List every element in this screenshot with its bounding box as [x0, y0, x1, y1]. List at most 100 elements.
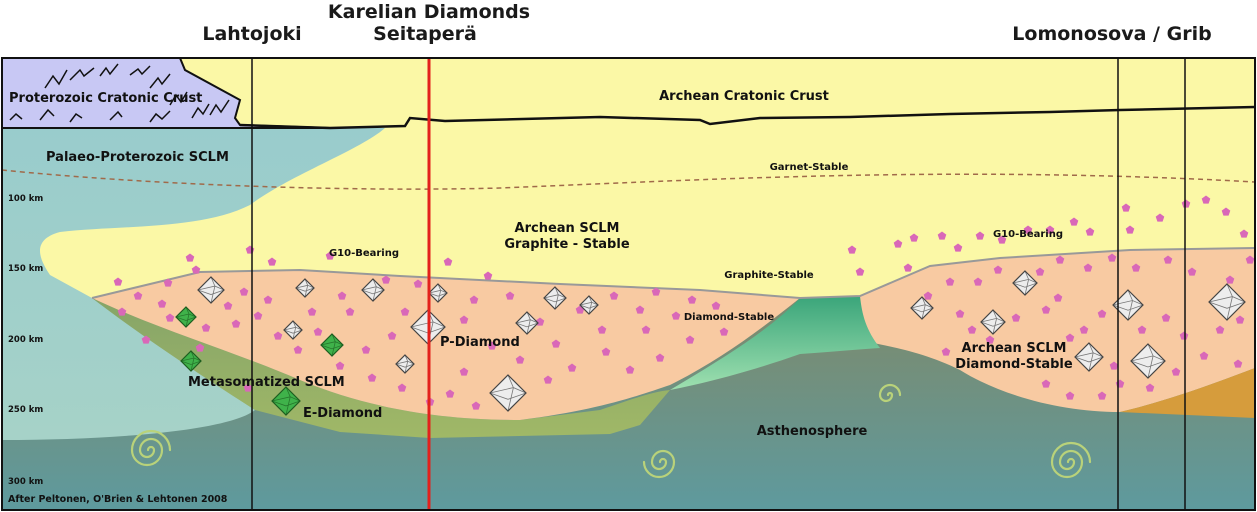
garnet-icon: [515, 355, 525, 364]
diamond-icon: [543, 286, 567, 310]
garnet-icon: [267, 257, 277, 266]
diamond-icon: [1208, 283, 1246, 321]
depth-label-150: 150 km: [8, 264, 43, 274]
garnet-icon: [413, 279, 423, 288]
garnet-icon: [381, 275, 391, 284]
spiral-icon: [1050, 441, 1092, 479]
garnet-icon: [263, 295, 273, 304]
garnet-icon: [1107, 253, 1117, 262]
depth-label-100: 100 km: [8, 194, 43, 204]
garnet-icon: [163, 278, 173, 287]
garnet-icon: [1125, 225, 1135, 234]
label-archean-sclm-diamond-2: Diamond-Stable: [955, 357, 1073, 372]
garnet-group: [113, 195, 1255, 410]
garnet-icon: [253, 311, 263, 320]
garnet-icon: [945, 277, 955, 286]
garnet-icon: [597, 325, 607, 334]
garnet-icon: [1155, 213, 1165, 222]
garnet-icon: [487, 341, 497, 350]
garnet-icon: [1187, 267, 1197, 276]
garnet-icon: [975, 231, 985, 240]
credit-text: After Peltonen, O'Brien & Lehtonen 2008: [8, 494, 228, 505]
garnet-icon: [1035, 267, 1045, 276]
diamond-icon: [197, 276, 225, 304]
depth-label-250: 250 km: [8, 405, 43, 415]
garnet-icon: [469, 295, 479, 304]
garnet-icon: [1121, 203, 1131, 212]
garnet-icon: [459, 367, 469, 376]
label-diamond-stable: Diamond-Stable: [684, 312, 775, 323]
garnet-icon: [1097, 391, 1107, 400]
garnet-icon: [893, 239, 903, 248]
garnet-icon: [719, 327, 729, 336]
garnet-icon: [165, 313, 175, 322]
garnet-icon: [651, 287, 661, 296]
garnet-icon: [1131, 263, 1141, 272]
diamond-icon: [1130, 343, 1166, 379]
garnet-icon: [141, 335, 151, 344]
garnet-icon: [1145, 383, 1155, 392]
crust-hatch-marks: [9, 63, 230, 123]
diamond-icon: [395, 354, 415, 374]
label-p-diamond: P-Diamond: [440, 335, 520, 350]
garnet-icon: [997, 235, 1007, 244]
label-metasomatized-sclm: Metasomatized SCLM: [188, 375, 345, 390]
garnet-icon: [1201, 195, 1211, 204]
garnet-icon: [445, 389, 455, 398]
label-garnet-stable: Garnet-Stable: [770, 162, 849, 173]
garnet-icon: [937, 231, 947, 240]
garnet-icon: [1109, 361, 1119, 370]
garnet-icon: [1225, 275, 1235, 284]
diamond-icon: [428, 283, 448, 303]
diamond-icon: [910, 296, 934, 320]
garnet-icon: [1055, 255, 1065, 264]
deep-orange-wedge: [1120, 368, 1255, 418]
spiral-icon: [878, 383, 902, 403]
garnet-icon: [337, 291, 347, 300]
garnet-icon: [1215, 325, 1225, 334]
garnet-icon: [1011, 313, 1021, 322]
garnet-icon: [985, 335, 995, 344]
label-palaeo-sclm: Palaeo-Proterozoic SCLM: [46, 150, 229, 165]
garnet-icon: [1161, 313, 1171, 322]
garnet-icon: [157, 299, 167, 308]
garnet-icon: [387, 331, 397, 340]
label-proterozoic-crust: Proterozoic Cratonic Crust: [9, 91, 202, 106]
garnet-icon: [1041, 379, 1051, 388]
garnet-icon: [400, 307, 410, 316]
garnet-icon: [1045, 225, 1055, 234]
spiral-icon: [130, 429, 172, 467]
garnet-icon: [1199, 351, 1209, 360]
diagram-frame: [1, 57, 1256, 511]
garnet-stable-boundary: [1, 169, 1256, 190]
garnet-icon: [133, 291, 143, 300]
garnet-icon: [191, 265, 201, 274]
garnet-icon: [1041, 305, 1051, 314]
garnet-icon: [313, 327, 323, 336]
garnet-icon: [685, 335, 695, 344]
label-e-diamond: E-Diamond: [303, 406, 382, 421]
garnet-icon: [307, 307, 317, 316]
spiral-icons: [130, 383, 1092, 479]
garnet-icon: [361, 345, 371, 354]
p-diamond-group: [197, 270, 1246, 412]
garnet-icon: [1083, 263, 1093, 272]
garnet-icon: [903, 263, 913, 272]
garnet-icon: [687, 295, 697, 304]
label-asthenosphere: Asthenosphere: [757, 424, 868, 439]
garnet-icon: [195, 343, 205, 352]
garnet-icon: [325, 251, 335, 260]
garnet-icon: [1023, 225, 1033, 234]
label-graphite-stable: Graphite-Stable: [724, 270, 814, 281]
garnet-icon: [335, 361, 345, 370]
garnet-icon: [1179, 331, 1189, 340]
diamond-icon: [1074, 342, 1104, 372]
garnet-icon: [1053, 293, 1063, 302]
diamond-stable-zone-right: [860, 248, 1255, 412]
garnet-icon: [543, 375, 553, 384]
garnet-icon: [955, 309, 965, 318]
garnet-icon: [1065, 333, 1075, 342]
garnet-icon: [113, 277, 123, 286]
garnet-icon: [1233, 359, 1243, 368]
garnet-icon: [397, 383, 407, 392]
